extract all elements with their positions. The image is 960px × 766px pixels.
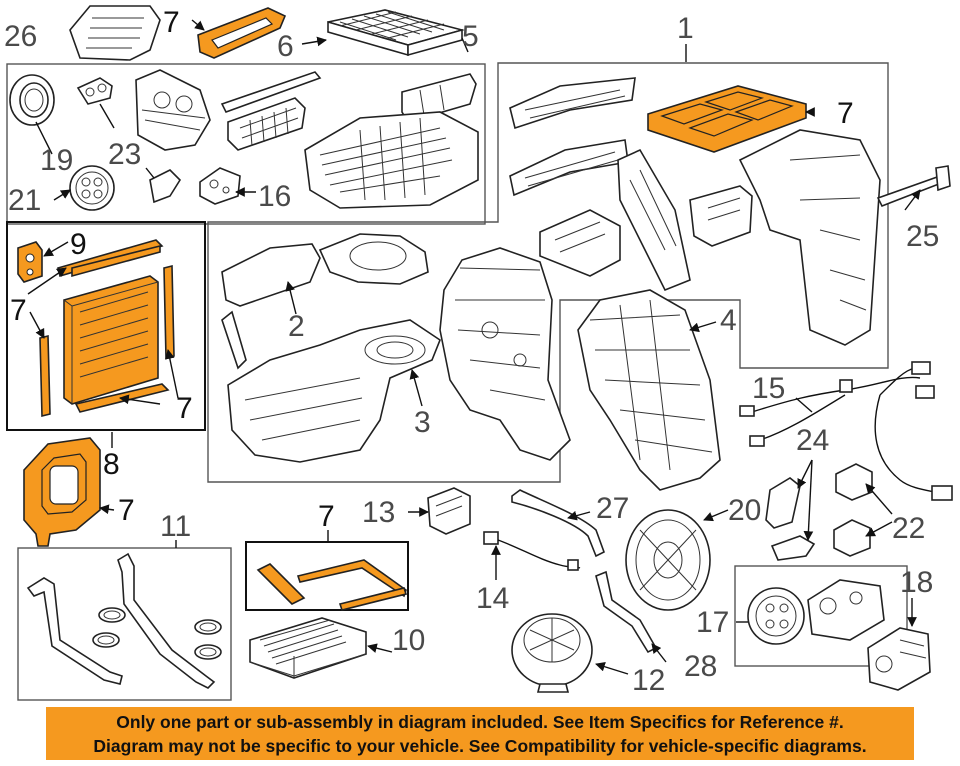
part-11-tubes: [26, 552, 222, 689]
callout-7-evap-left: 7: [10, 294, 27, 327]
callout-25: 25: [906, 220, 939, 253]
callout-24: 24: [796, 424, 829, 457]
callout-9: 9: [70, 228, 87, 261]
assembly-1-door-parts: [509, 77, 636, 197]
part-16-actuator: [199, 167, 241, 205]
callout-11: 11: [160, 510, 191, 543]
callout-16: 16: [258, 180, 291, 213]
callout-10: 10: [392, 624, 425, 657]
callout-14: 14: [476, 582, 509, 615]
callout-22: 22: [892, 512, 925, 545]
part-17-actuator: [747, 579, 885, 645]
callout-23: 23: [108, 138, 141, 171]
callout-2: 2: [288, 310, 305, 343]
part-20-blower-wheel: [625, 509, 711, 611]
part-7-seal-top: [197, 7, 287, 59]
callout-7-evap-right: 7: [176, 392, 193, 425]
part-5-case: [304, 111, 479, 209]
assembly-1-misc-parts: [539, 129, 881, 346]
part-21-gear: [69, 165, 115, 211]
callout-26: 26: [4, 20, 37, 53]
part-14-wire: [483, 531, 581, 571]
part-6-filter: [327, 9, 466, 57]
part-26-inlet: [69, 5, 161, 61]
part-24-clips: [765, 477, 816, 561]
part-18-actuator: [867, 627, 931, 691]
part-3-lower-housing: [227, 319, 441, 463]
part-22-gears: [833, 463, 873, 557]
callout-8: 8: [103, 448, 120, 481]
callout-6: 6: [277, 30, 294, 63]
callout-5: 5: [462, 20, 479, 53]
disclaimer-line-1: Only one part or sub-assembly in diagram…: [116, 711, 844, 732]
part-7-seal-assembly: [647, 85, 807, 153]
part-12-blower-motor: [511, 613, 593, 693]
part-27-drain-hose: [511, 489, 605, 558]
assembly-1-box: [207, 62, 889, 483]
central-housing: [439, 247, 571, 461]
part-15-harness: [739, 361, 953, 501]
disclaimer-line-2: Diagram may not be specific to your vehi…: [93, 735, 867, 756]
callout-20: 20: [728, 494, 761, 527]
upper-housing-part: [135, 69, 211, 151]
group-box-tubes: [17, 547, 232, 701]
callout-12: 12: [632, 664, 665, 697]
part-8-evaporator-core: [63, 275, 159, 405]
callout-7-gasket: 7: [118, 494, 135, 527]
part-23-bracket: [76, 77, 182, 204]
part-19-ring: [9, 74, 55, 126]
callout-21: 21: [8, 184, 41, 217]
callout-17: 17: [696, 606, 729, 639]
callout-1: 1: [677, 12, 694, 45]
part-7-gasket-left: [23, 437, 101, 547]
part-13-resistor: [427, 487, 471, 535]
callout-7-assembly: 7: [837, 97, 854, 130]
callout-7-top: 7: [163, 6, 180, 39]
disclaimer-banner: Only one part or sub-assembly in diagram…: [46, 707, 914, 760]
callout-28: 28: [684, 650, 717, 683]
callout-7-seals: 7: [318, 500, 335, 533]
upper-duct-parts: [220, 71, 477, 151]
group-box-evaporator: [6, 221, 206, 431]
part-10-heater-core: [249, 617, 367, 679]
callout-labels: 26 7 6 5 1 7 19 23 21 16 25 9 7 7 2 4 3 …: [4, 6, 939, 697]
callout-19: 19: [40, 144, 73, 177]
callout-18: 18: [900, 566, 933, 599]
callout-15: 15: [752, 372, 785, 405]
group-box-seals: [245, 541, 409, 611]
group-box-upper-left: [6, 63, 486, 225]
part-4-heater-case: [577, 289, 721, 491]
part-7-evaporator-seals: [39, 239, 175, 418]
part-25-fastener: [876, 165, 951, 208]
part-9-valve-block: [17, 241, 43, 283]
part-2-housing: [221, 233, 429, 370]
group-box-actuator: [734, 565, 908, 667]
callout-4: 4: [720, 304, 737, 337]
callout-27: 27: [596, 492, 629, 525]
part-7-seals-box: [256, 559, 408, 611]
callout-3: 3: [414, 406, 431, 439]
leader-lines: [27, 19, 921, 675]
callout-13: 13: [362, 496, 395, 529]
